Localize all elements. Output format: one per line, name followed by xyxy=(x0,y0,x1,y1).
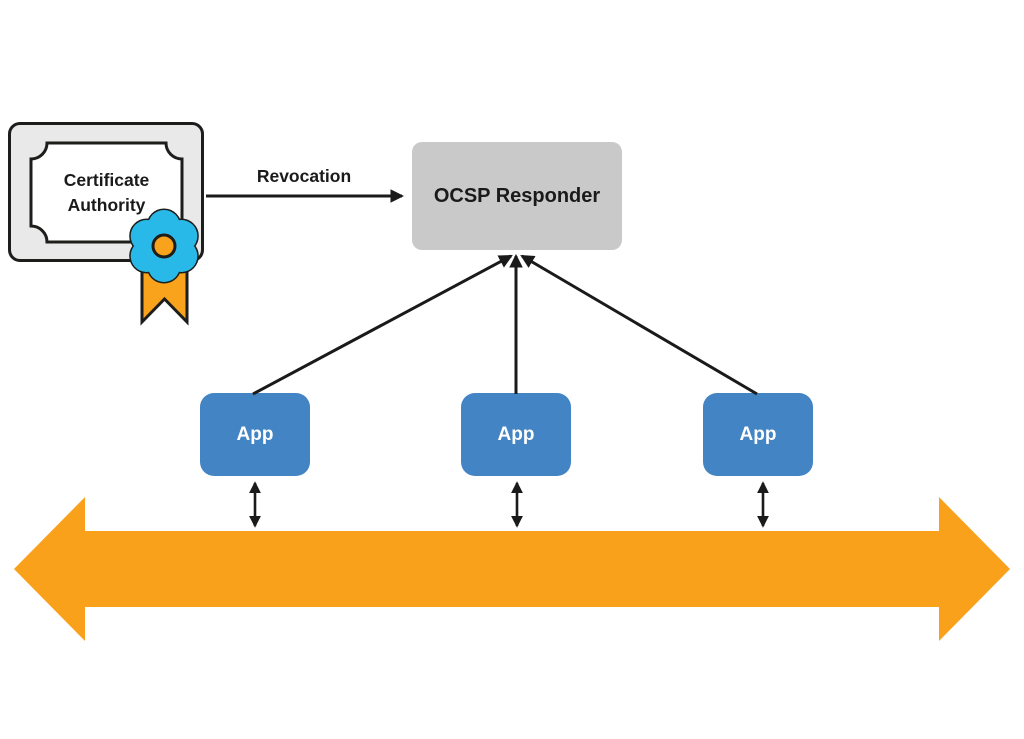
app-node-2 xyxy=(461,393,571,476)
app-label-2: App xyxy=(497,423,535,445)
app-node-1 xyxy=(200,393,310,476)
ocsp-responder-label: OCSP Responder xyxy=(433,184,601,207)
app-label-3: App xyxy=(739,423,777,445)
ocsp-responder-node xyxy=(412,142,622,250)
app-node-3 xyxy=(703,393,813,476)
revocation-label: Revocation xyxy=(256,165,352,186)
app-label-1: App xyxy=(236,423,274,445)
certificate-authority-label: Certificate Authority xyxy=(63,170,150,215)
